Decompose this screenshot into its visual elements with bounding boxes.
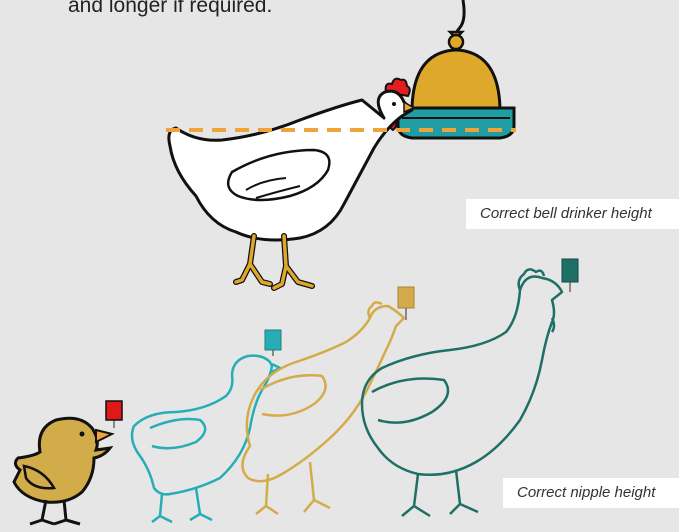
nipple-height-caption: Correct nipple height <box>503 478 679 508</box>
bell-drinker-caption: Correct bell drinker height <box>466 199 679 229</box>
chick-icon <box>12 416 115 526</box>
nipple-drinker-icon <box>105 400 123 428</box>
bell-drinker-icon <box>396 0 516 140</box>
intro-text: and longer if required. <box>68 0 273 17</box>
young-bird-icon <box>130 354 282 524</box>
hen-icon <box>167 77 416 291</box>
mid-bird-icon <box>241 301 406 516</box>
nipple-drinker-icon <box>264 329 282 356</box>
adult-bird-icon <box>360 268 564 518</box>
nipple-drinker-icon <box>561 258 579 292</box>
nipple-drinker-icon <box>397 286 415 320</box>
